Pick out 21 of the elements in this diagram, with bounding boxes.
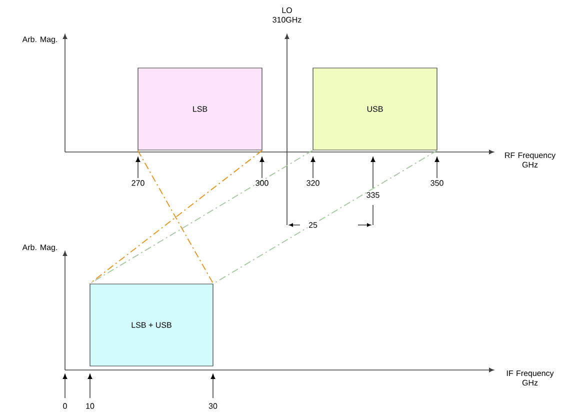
dimension-label: 25 <box>308 221 318 229</box>
projection-line <box>212 150 438 284</box>
tick-label: 350 <box>430 180 444 186</box>
projection-line <box>89 150 314 284</box>
sideband-box: LSB <box>138 68 262 150</box>
tick-label: 10 <box>86 403 94 409</box>
sideband-box: LSB + USB <box>90 284 214 366</box>
axis-label: RF Frequency GHz <box>505 152 556 168</box>
lo-label: LO 310GHz <box>272 7 302 23</box>
projection-line <box>89 150 263 284</box>
axis-label: Arb. Mag. <box>22 36 57 44</box>
sideband-box: USB <box>312 68 438 150</box>
tick-label: 30 <box>208 403 218 409</box>
axis-label: Arb. Mag. <box>22 244 57 252</box>
tick-label: 270 <box>132 180 144 186</box>
tick-label: 300 <box>256 180 268 186</box>
tick-label: 0 <box>63 403 67 409</box>
axis-label: IF Frequency GHz <box>506 370 554 386</box>
tick-label: 320 <box>306 180 320 186</box>
projection-line <box>137 150 214 284</box>
tick-label: 335 <box>366 192 380 198</box>
